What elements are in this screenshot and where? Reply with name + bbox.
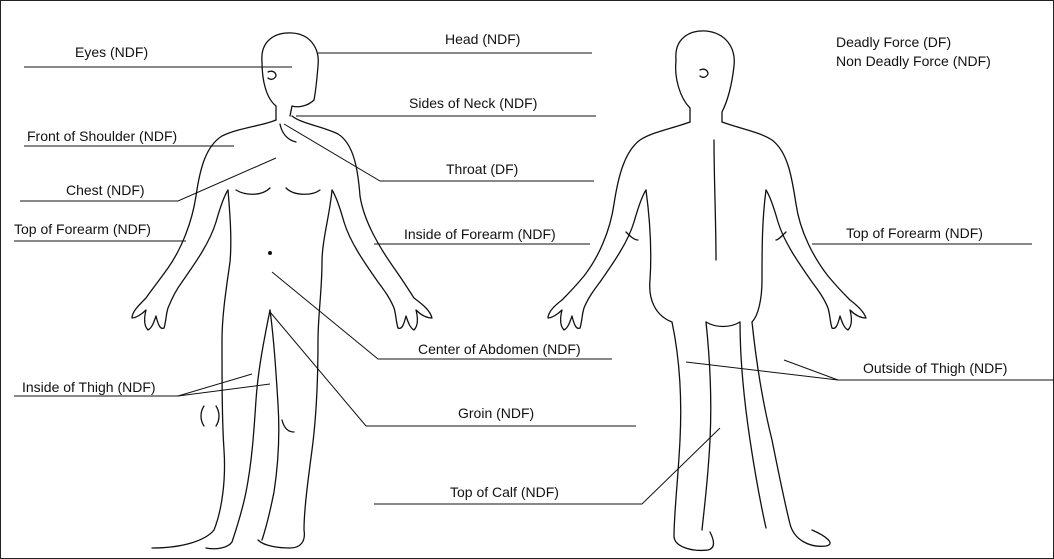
label-head: Head (NDF) (445, 31, 520, 47)
label-inside-of-thigh: Inside of Thigh (NDF) (22, 379, 156, 395)
label-chest: Chest (NDF) (66, 182, 145, 198)
leader-lines (14, 53, 1054, 504)
label-inside-of-forearm: Inside of Forearm (NDF) (404, 226, 556, 242)
front-figure (132, 33, 432, 549)
label-throat: Throat (DF) (446, 161, 518, 177)
label-top-of-calf: Top of Calf (NDF) (450, 484, 559, 500)
label-outside-of-thigh: Outside of Thigh (NDF) (863, 360, 1007, 376)
label-groin: Groin (NDF) (458, 405, 534, 421)
legend-non-deadly-force: Non Deadly Force (NDF) (836, 53, 991, 69)
label-sides-of-neck: Sides of Neck (NDF) (409, 95, 537, 111)
label-top-of-forearm-front: Top of Forearm (NDF) (14, 221, 151, 237)
labels: Head (NDF) Eyes (NDF) Sides of Neck (NDF… (14, 31, 1007, 500)
leader-chest (20, 158, 276, 201)
label-top-of-forearm-back: Top of Forearm (NDF) (846, 225, 983, 241)
label-eyes: Eyes (NDF) (75, 44, 148, 60)
label-center-of-abdomen: Center of Abdomen (NDF) (418, 341, 581, 357)
leader-groin (270, 312, 636, 426)
legend-deadly-force: Deadly Force (DF) (836, 34, 951, 50)
label-front-of-shoulder: Front of Shoulder (NDF) (27, 128, 177, 144)
leader-throat (284, 124, 594, 181)
back-figure (548, 31, 866, 550)
